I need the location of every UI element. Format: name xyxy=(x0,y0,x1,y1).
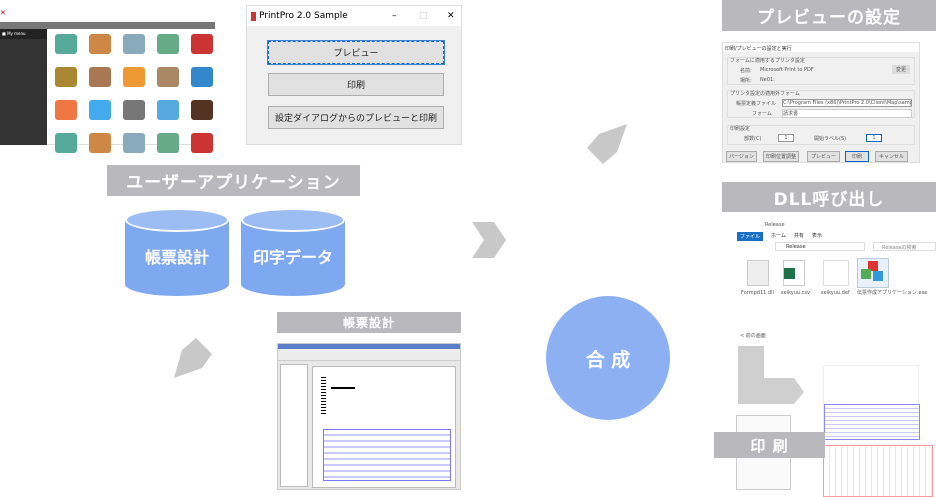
app-screenshot: ✕ ■ My menu xyxy=(0,0,215,153)
dll-file-icon xyxy=(747,260,769,286)
cancel-button[interactable]: キャンセル xyxy=(875,151,909,162)
tab-view[interactable]: 表示 xyxy=(811,233,822,239)
dll-call-label: DLL呼び出し xyxy=(722,182,936,212)
close-icon[interactable]: ✕ xyxy=(447,11,455,21)
exe-file-icon[interactable] xyxy=(857,258,889,288)
menu-app-icon[interactable] xyxy=(55,133,77,153)
jbcc-logo xyxy=(331,379,355,389)
dialog-preview-print-button[interactable]: 設定ダイアログからのプレビューと印刷 xyxy=(268,106,444,129)
arrow-up-right-icon xyxy=(587,124,627,164)
app-icon xyxy=(251,11,256,21)
user-icon: ■ xyxy=(2,31,8,36)
csv-file-icon xyxy=(783,260,805,286)
def-file-icon xyxy=(823,260,849,286)
menu-app-icon[interactable] xyxy=(123,100,145,120)
menu-app-icon[interactable] xyxy=(55,100,77,120)
menu-app-icon[interactable] xyxy=(157,100,179,120)
arrow-up-left-icon xyxy=(174,338,212,378)
menu-app-icon[interactable] xyxy=(191,133,213,153)
version-button[interactable]: バージョン xyxy=(726,151,757,162)
menu-app-icon[interactable] xyxy=(157,34,179,54)
printpro-window: PrintPro 2.0 Sample – □ ✕ プレビュー 印刷 設定ダイア… xyxy=(246,5,462,145)
copies-stepper[interactable]: 1 xyxy=(778,134,794,142)
logo-icon: ✕ xyxy=(0,9,6,17)
preview-button[interactable]: プレビュー xyxy=(267,40,445,65)
menu-app-icon[interactable] xyxy=(123,34,145,54)
menu-app-icon[interactable] xyxy=(191,34,213,54)
print-button[interactable]: 印刷 xyxy=(268,73,444,96)
user-app-label: ユーザーアプリケーション xyxy=(107,165,360,196)
menu-app-icon[interactable] xyxy=(123,67,145,87)
my-menu[interactable]: ■ My menu xyxy=(0,29,47,39)
tab-file[interactable]: ファイル xyxy=(737,232,764,241)
cylinder-print-data: 印字データ xyxy=(241,208,345,296)
printed-slip xyxy=(823,445,933,497)
cylinder-design: 帳票設計 xyxy=(125,208,229,296)
menu-app-icon[interactable] xyxy=(89,67,111,87)
tab-share[interactable]: 共有 xyxy=(793,233,804,239)
compose-circle: 合 成 xyxy=(546,296,670,420)
arrow-right-icon xyxy=(472,222,506,258)
menu-app-icon[interactable] xyxy=(89,133,111,153)
print-label: 印 刷 xyxy=(714,432,825,458)
search-input[interactable]: Releaseの検索 xyxy=(873,242,936,251)
preview-settings-label: プレビューの設定 xyxy=(722,0,936,31)
form-select[interactable]: 請求書 xyxy=(782,109,912,118)
adjust-position-button[interactable]: 印刷位置調整 xyxy=(763,151,800,162)
sidebar: ■ My menu xyxy=(0,29,47,145)
menu-app-icon[interactable] xyxy=(89,34,111,54)
menu-app-icon[interactable] xyxy=(123,133,145,153)
minimize-icon[interactable]: – xyxy=(392,11,397,21)
menu-app-icon[interactable] xyxy=(89,100,111,120)
maximize-icon[interactable]: □ xyxy=(419,11,428,21)
address-bar[interactable]: Release xyxy=(775,242,865,251)
print-flow-arrow-icon xyxy=(738,346,804,404)
menu-app-icon[interactable] xyxy=(55,34,77,54)
menu-app-icon[interactable] xyxy=(157,133,179,153)
design-label: 帳票設計 xyxy=(277,312,461,333)
designer-screenshot xyxy=(277,343,461,490)
barcode-icon xyxy=(321,377,326,415)
window-title: PrintPro 2.0 Sample xyxy=(259,11,348,21)
change-button[interactable]: 変更 xyxy=(892,65,911,74)
menu-app-icon[interactable] xyxy=(157,67,179,87)
tab-home[interactable]: ホーム xyxy=(771,233,786,239)
menu-app-icon[interactable] xyxy=(55,67,77,87)
dialog-preview-button[interactable]: プレビュー xyxy=(807,151,841,162)
dialog-print-button[interactable]: 印刷 xyxy=(845,151,870,162)
explorer-window: Release ファイル ホーム 共有 表示 Release Releaseの検… xyxy=(735,218,936,306)
menu-app-icon[interactable] xyxy=(191,67,213,87)
file-path-input[interactable]: C:\Program Files (x86)\PrintPro 2.0\Clie… xyxy=(782,99,912,107)
start-label-stepper[interactable]: 1 xyxy=(866,134,882,142)
print-area: < 前の画面 xyxy=(720,330,936,497)
preview-settings-dialog: 印刷/プレビューの設定と実行 フォームに適用するプリンタ設定 名前: Micro… xyxy=(722,42,920,163)
menu-app-icon[interactable] xyxy=(191,100,213,120)
printed-invoice xyxy=(823,365,920,440)
